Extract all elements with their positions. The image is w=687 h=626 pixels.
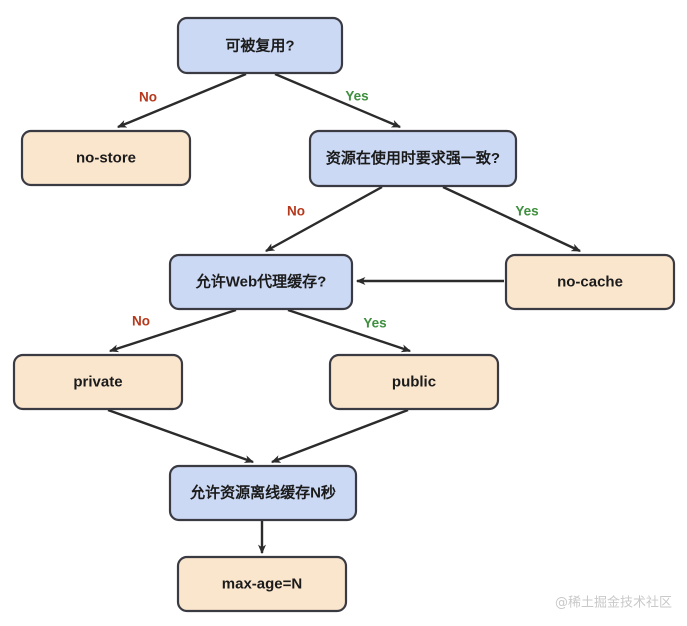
edge-reusable-no: No	[116, 72, 247, 129]
node-offline-cache-label: 允许资源离线缓存N秒	[189, 483, 336, 501]
node-no-store-label: no-store	[76, 149, 136, 166]
node-proxy-cache-label: 允许Web代理缓存?	[195, 272, 327, 290]
node-public[interactable]: public	[328, 353, 500, 411]
node-no-cache[interactable]: no-cache	[504, 253, 676, 311]
edge-proxy-yes: Yes	[287, 308, 412, 353]
node-private[interactable]: private	[12, 353, 184, 411]
edge-strong-no: No	[265, 185, 383, 253]
watermark-label: @稀土掘金技术社区	[555, 595, 672, 611]
edge-label-yes-reusable: Yes	[345, 89, 368, 104]
node-reusable[interactable]: 可被复用?	[176, 16, 344, 75]
edge-public-to-offline	[270, 408, 409, 464]
edge-private-to-offline	[107, 408, 255, 464]
edge-label-no-reusable: No	[139, 90, 157, 105]
edge-proxy-no: No	[108, 308, 237, 353]
edge-label-no-proxy: No	[132, 314, 150, 329]
node-public-label: public	[392, 373, 436, 390]
node-max-age-label: max-age=N	[222, 575, 302, 592]
node-private-label: private	[73, 373, 122, 390]
node-offline-cache[interactable]: 允许资源离线缓存N秒	[168, 464, 358, 522]
edge-strong-yes: Yes	[442, 185, 581, 253]
edge-label-yes-proxy: Yes	[363, 316, 386, 331]
node-no-cache-label: no-cache	[557, 273, 623, 290]
node-proxy-cache[interactable]: 允许Web代理缓存?	[168, 253, 354, 311]
node-strong-consistency[interactable]: 资源在使用时要求强一致?	[308, 129, 518, 188]
node-max-age[interactable]: max-age=N	[176, 555, 348, 613]
edge-reusable-yes: Yes	[274, 72, 402, 129]
node-reusable-label: 可被复用?	[225, 36, 294, 54]
node-no-store[interactable]: no-store	[20, 129, 192, 187]
edge-label-yes-strong: Yes	[515, 204, 538, 219]
edge-group: No Yes No Yes No Yes	[107, 72, 581, 555]
node-group: 可被复用? no-store 资源在使用时要求强一致? 允许Web代理缓存? n…	[12, 16, 676, 613]
edge-label-no-strong: No	[287, 204, 305, 219]
node-strong-consistency-label: 资源在使用时要求强一致?	[326, 149, 500, 167]
